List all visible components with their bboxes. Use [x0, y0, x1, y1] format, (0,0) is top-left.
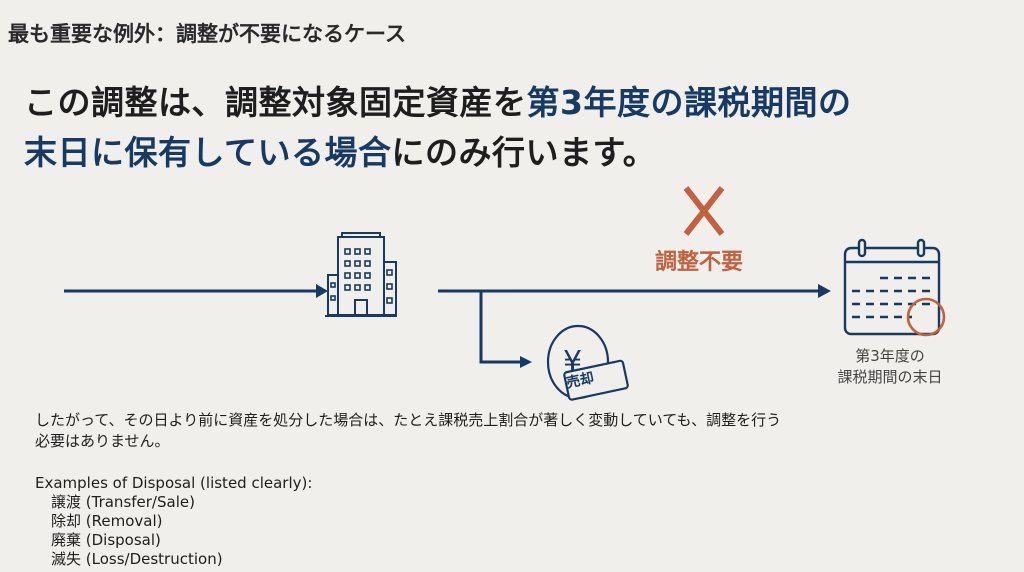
headline-text: にのみ行います。: [391, 133, 657, 172]
explanation-line: したがって、その日より前に資産を処分した場合は、たとえ課税売上割合が著しく変動し…: [35, 411, 782, 429]
arrow-head: [316, 284, 328, 298]
calendar-icon: [843, 238, 941, 336]
example-item: 廃棄 (Disposal): [51, 531, 161, 549]
highlight-circle: [906, 297, 946, 337]
branch-arrow-line: [479, 291, 522, 364]
arrow-head: [520, 356, 532, 368]
explanation-text: したがって、その日より前に資産を処分した場合は、たとえ課税売上割合が著しく変動し…: [35, 410, 781, 452]
cross-icon: [683, 186, 725, 236]
calendar-label-line: 第3年度の: [855, 347, 925, 365]
calendar-label: 第3年度の 課税期間の末日: [820, 346, 960, 388]
slide-title: 最も重要な例外：調整が不要になるケース: [8, 22, 406, 46]
example-item: 滅失 (Loss/Destruction): [51, 550, 223, 568]
example-item: 除却 (Removal): [51, 512, 163, 530]
headline-text: この調整は、調整対象固定資産を: [24, 83, 527, 122]
sale-tag-icon: [563, 359, 629, 401]
explanation-line: 必要はありません。: [35, 432, 170, 450]
example-item: 譲渡 (Transfer/Sale): [51, 493, 195, 511]
headline-highlight: 末日に保有している場合: [24, 133, 392, 172]
building-icon: [325, 232, 397, 317]
headline: この調整は、調整対象固定資産を第3年度の課税期間の 末日に保有している場合にのみ…: [24, 78, 851, 178]
disposal-examples: Examples of Disposal (listed clearly): 譲…: [35, 474, 312, 569]
no-adjustment-label: 調整不要: [655, 250, 744, 275]
headline-highlight: 第3年度の課税期間の: [526, 83, 852, 122]
arrow-head: [818, 284, 831, 298]
examples-heading: Examples of Disposal (listed clearly):: [35, 474, 313, 492]
calendar-label-line: 課税期間の末日: [837, 368, 943, 386]
